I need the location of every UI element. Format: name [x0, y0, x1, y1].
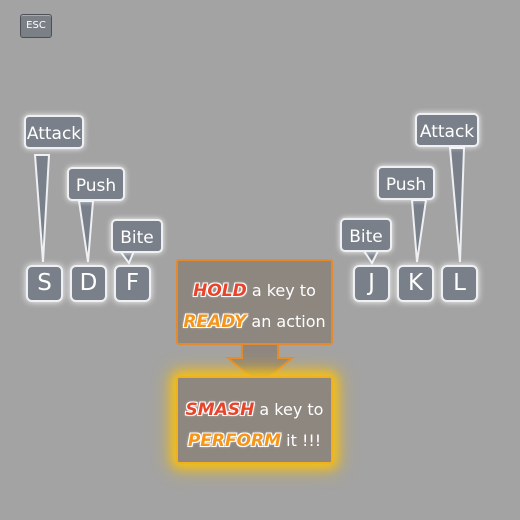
key-k[interactable]: K [397, 265, 434, 302]
perform-highlight: PERFORM [187, 431, 282, 451]
hold-text-2: an action [246, 312, 326, 331]
smash-text-1: a key to [254, 400, 324, 419]
label-attack-right: Attack [415, 113, 479, 147]
hold-instruction-panel: HOLD a key to READY an action [176, 259, 333, 345]
tail-attack-left [33, 154, 51, 263]
label-bite-left: Bite [111, 219, 163, 253]
tail-push-right [410, 199, 428, 263]
smash-line-1: SMASH a key to [178, 394, 331, 425]
key-l[interactable]: L [441, 265, 478, 302]
smash-text-2: it !!! [281, 431, 322, 450]
smash-line-2: PERFORM it !!! [178, 425, 331, 456]
esc-button[interactable]: ESC [20, 14, 52, 38]
key-d[interactable]: D [70, 265, 107, 302]
key-j[interactable]: J [353, 265, 390, 302]
hold-highlight: HOLD [193, 281, 247, 301]
smash-instruction-panel: SMASH a key to PERFORM it !!! [176, 376, 333, 464]
key-f[interactable]: F [114, 265, 151, 302]
label-attack-left: Attack [24, 115, 84, 149]
label-bite-right: Bite [340, 218, 392, 252]
tail-attack-right [448, 147, 466, 263]
label-push-right: Push [377, 166, 435, 200]
smash-highlight: SMASH [185, 400, 255, 420]
tail-push-left [77, 200, 95, 263]
ready-highlight: READY [183, 312, 247, 332]
hold-line-1: HOLD a key to [178, 275, 331, 306]
hold-line-2: READY an action [178, 306, 331, 337]
label-push-left: Push [67, 167, 125, 201]
key-s[interactable]: S [26, 265, 63, 302]
hold-text-1: a key to [246, 281, 316, 300]
